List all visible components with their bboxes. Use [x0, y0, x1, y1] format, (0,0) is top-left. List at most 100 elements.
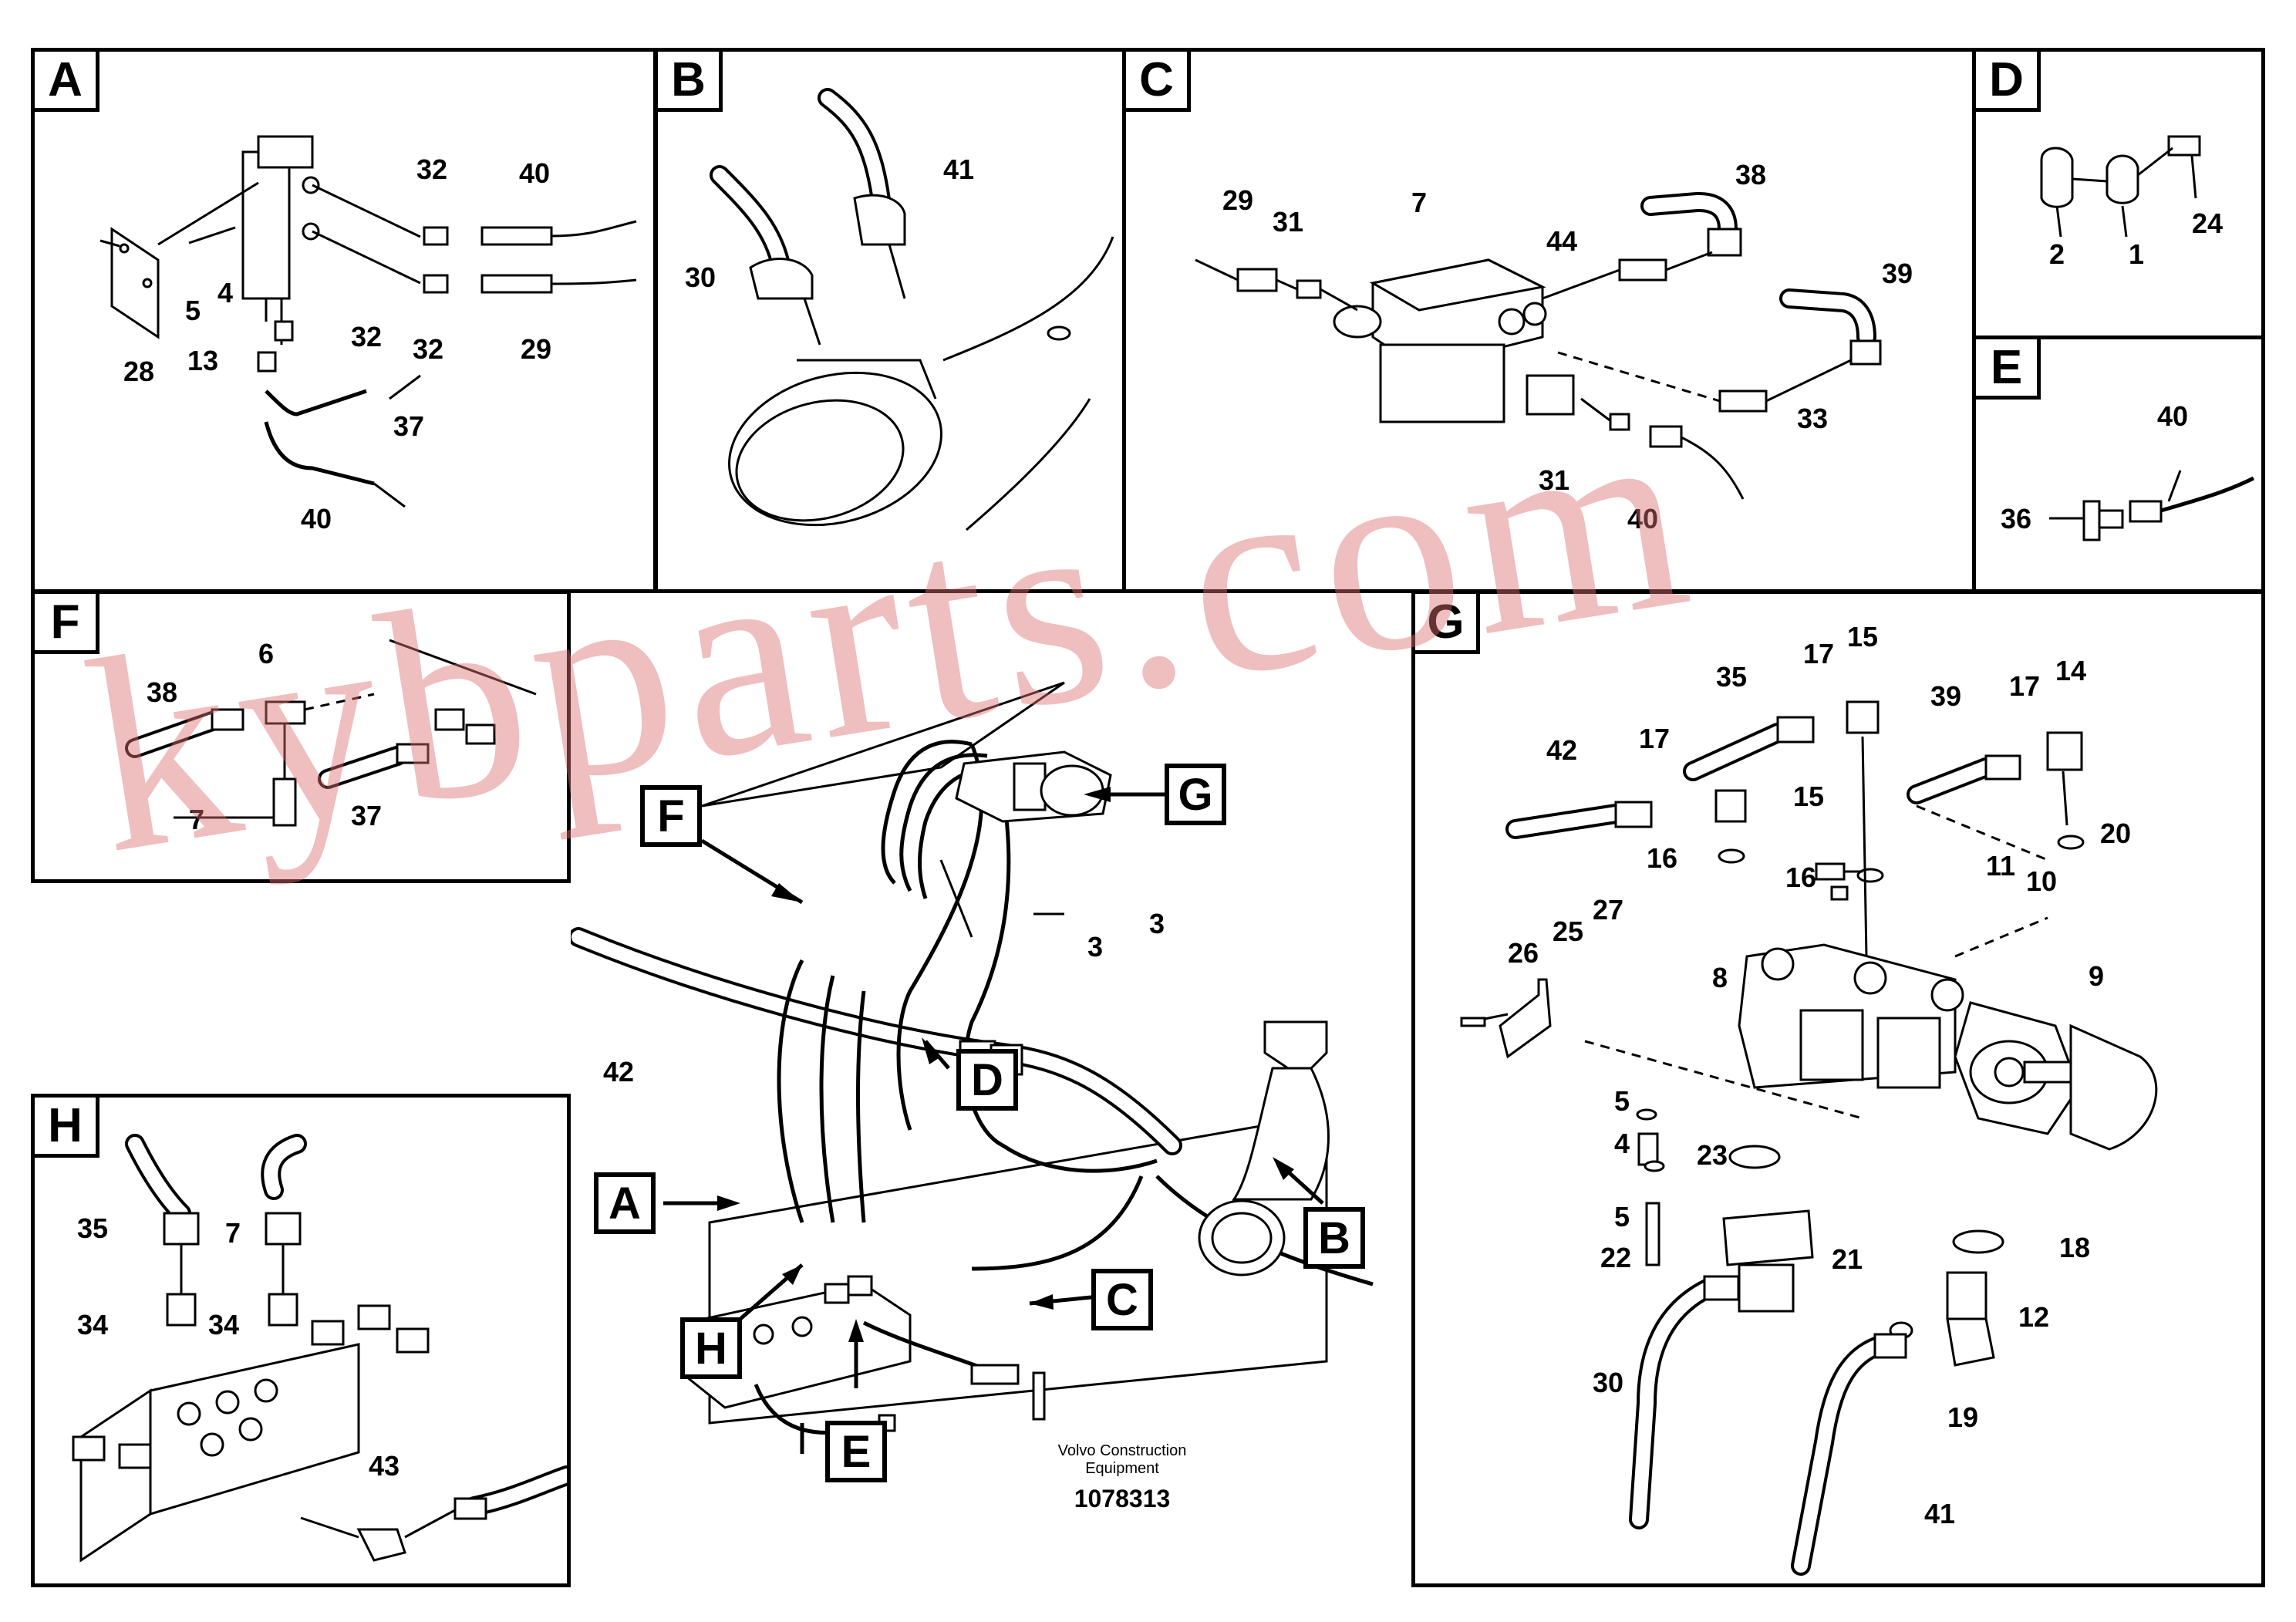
panel-g: G 17 15 35 17 14 42 39 17 15 20 16 16 11… — [1411, 590, 2265, 1587]
label-29: 29 — [1222, 184, 1254, 216]
callout-h[interactable]: H — [680, 1317, 742, 1379]
label-28: 28 — [123, 356, 155, 387]
panel-g-drawing — [1460, 700, 2158, 1576]
label-14: 14 — [2055, 655, 2087, 686]
panel-b-drawing — [710, 88, 1114, 531]
label-35: 35 — [77, 1212, 109, 1244]
label-7: 7 — [189, 804, 205, 835]
label-38: 38 — [147, 676, 178, 708]
panel-d-drawing — [2040, 135, 2201, 238]
label-40: 40 — [1627, 503, 1659, 534]
panel-h: H 35 7 34 34 43 — [31, 1094, 571, 1587]
callout-f[interactable]: F — [640, 785, 702, 847]
label-32: 32 — [416, 153, 448, 185]
label-39: 39 — [1930, 680, 1962, 712]
label-33: 33 — [1797, 403, 1829, 434]
company-name: Volvo Construction Equipment — [1026, 1442, 1219, 1478]
label-32: 32 — [351, 321, 383, 352]
label-36: 36 — [2001, 503, 2032, 534]
label-38: 38 — [1735, 159, 1767, 191]
panel-a-drawing — [99, 135, 637, 508]
panel-h-drawing — [72, 1134, 567, 1563]
callout-d[interactable]: D — [956, 1049, 1018, 1111]
label-11: 11 — [1986, 850, 2016, 882]
callout-a[interactable]: A — [594, 1172, 656, 1234]
label-39: 39 — [1882, 258, 1913, 289]
callout-g[interactable]: G — [1165, 764, 1226, 825]
label-32: 32 — [413, 333, 444, 365]
label-26: 26 — [1508, 937, 1539, 969]
panel-d: D 2 1 24 — [1972, 48, 2265, 342]
label-35: 35 — [1716, 661, 1748, 693]
label-42: 42 — [1546, 734, 1578, 766]
label-31: 31 — [1273, 206, 1304, 238]
panel-f-drawing — [125, 639, 537, 827]
label-40: 40 — [2157, 400, 2189, 432]
label-40: 40 — [301, 503, 332, 534]
panel-d-tag: D — [1976, 52, 2041, 112]
label-41: 41 — [1924, 1498, 1956, 1529]
label-18: 18 — [2059, 1232, 2091, 1263]
label-9: 9 — [2089, 960, 2105, 992]
panel-c: C 7 38 29 31 44 39 33 31 40 — [1122, 48, 1976, 593]
label-10: 10 — [2026, 865, 2058, 897]
label-30: 30 — [685, 261, 716, 293]
panel-c-drawing — [1195, 192, 1882, 500]
panel-c-tag: C — [1126, 52, 1191, 112]
label-13: 13 — [187, 345, 219, 376]
callout-e[interactable]: E — [825, 1421, 887, 1482]
label-2: 2 — [2049, 238, 2065, 270]
panel-b: B 41 30 — [654, 48, 1126, 593]
label-8: 8 — [1712, 962, 1728, 993]
label-16: 16 — [1647, 842, 1678, 874]
callout-c[interactable]: C — [1091, 1269, 1153, 1330]
label-12: 12 — [2018, 1301, 2050, 1333]
label-5: 5 — [1614, 1201, 1630, 1233]
label-19: 19 — [1947, 1401, 1979, 1433]
label-37: 37 — [351, 800, 383, 831]
label-44: 44 — [1546, 225, 1578, 257]
label-27: 27 — [1593, 894, 1624, 926]
panel-h-tag: H — [35, 1098, 99, 1158]
panel-e-tag: E — [1976, 339, 2041, 400]
label-34: 34 — [77, 1309, 109, 1340]
label-15: 15 — [1793, 781, 1825, 812]
label-15: 15 — [1847, 621, 1879, 653]
label-21: 21 — [1832, 1243, 1863, 1275]
label-4: 4 — [1614, 1128, 1630, 1159]
panel-e: E 40 36 — [1972, 336, 2265, 593]
label-34: 34 — [208, 1309, 240, 1340]
panel-a: A 32 40 5 4 28 13 32 32 29 37 40 — [31, 48, 657, 593]
panel-b-tag: B — [658, 52, 723, 112]
label-17: 17 — [2009, 670, 2041, 702]
label-7: 7 — [225, 1217, 241, 1249]
label-29: 29 — [521, 333, 552, 365]
label-24: 24 — [2192, 207, 2224, 239]
panel-a-tag: A — [35, 52, 99, 112]
label-23: 23 — [1697, 1139, 1728, 1171]
company-line-1: Volvo Construction — [1057, 1442, 1187, 1459]
label-7: 7 — [1411, 187, 1428, 218]
label-37: 37 — [393, 410, 425, 442]
label-41: 41 — [943, 153, 975, 185]
overview-label-42: 42 — [603, 1056, 635, 1088]
panel-f-tag: F — [35, 594, 99, 654]
label-40: 40 — [519, 157, 551, 189]
label-16: 16 — [1785, 862, 1817, 893]
label-43: 43 — [369, 1450, 400, 1482]
label-5: 5 — [185, 295, 201, 326]
label-6: 6 — [258, 638, 275, 669]
label-5: 5 — [1614, 1085, 1630, 1117]
label-17: 17 — [1639, 723, 1671, 754]
callout-b[interactable]: B — [1303, 1207, 1365, 1269]
overview-label-3: 3 — [1087, 931, 1104, 963]
label-25: 25 — [1553, 916, 1584, 947]
label-30: 30 — [1593, 1367, 1624, 1398]
panel-e-drawing — [2049, 470, 2255, 541]
label-17: 17 — [1803, 638, 1835, 669]
company-line-2: Equipment — [1085, 1460, 1159, 1477]
panel-g-tag: G — [1415, 594, 1480, 654]
drawing-number: 1078313 — [1074, 1485, 1171, 1512]
panel-f: F 6 38 7 37 — [31, 590, 571, 883]
